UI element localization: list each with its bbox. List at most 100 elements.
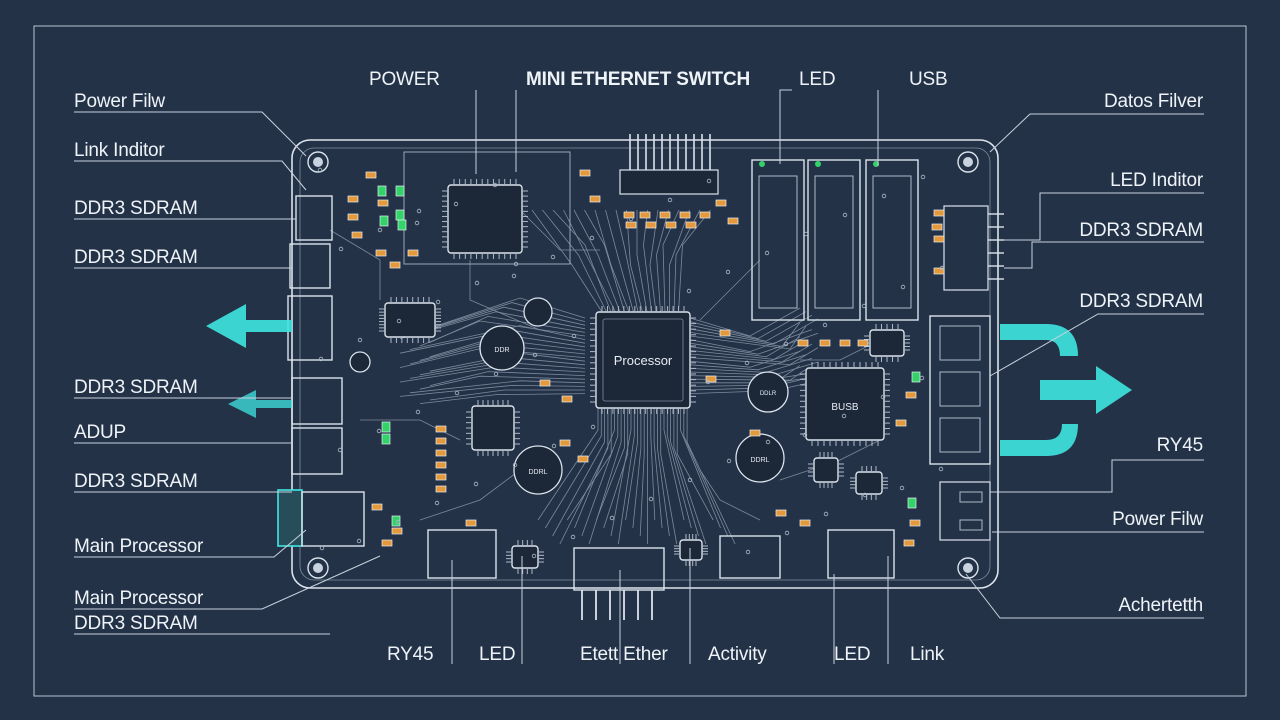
resistor-27 [933,209,945,217]
via-12 [744,360,750,366]
resistor-9 [347,213,359,221]
trace-60 [689,361,819,376]
resistor-58 [749,429,761,437]
small-chip-3 [869,329,905,357]
resistor-59 [775,509,787,517]
resistor-36 [435,485,447,493]
right-port-2 [939,371,981,407]
via-44 [648,496,654,502]
label-power-filw-right: Power Filw [1112,509,1203,530]
trace-29 [429,297,586,329]
via-30 [570,534,576,540]
resistor-17 [639,211,651,219]
led-3 [395,185,405,197]
arrow-left-lower [228,390,292,418]
leader-line-18 [989,313,1204,377]
mounting-hole-4 [957,557,979,579]
label-power: POWER [369,69,440,90]
trace-98 [419,469,521,521]
via-43 [551,443,557,449]
trace-71 [419,393,586,404]
resistor-26 [727,217,739,225]
via-34 [318,356,324,362]
resistor-42 [381,539,393,547]
via-19 [783,341,789,347]
trace-91 [519,209,600,251]
led-2 [377,185,387,197]
resistor-34 [435,461,447,469]
label-power-filw-left: Power Filw [74,91,165,112]
label-activity: Activity [708,644,767,665]
trace-73 [531,209,603,313]
leader-line-21 [965,573,1204,619]
trace-52 [689,347,819,366]
leader-line-1 [74,111,307,157]
slot-led-2 [815,161,821,167]
via-32 [764,250,770,256]
cap-1-label: DDR [494,347,509,354]
trace-65 [409,380,586,394]
via-14 [938,466,944,472]
resistor-48 [905,391,917,399]
label-link-inditor: Link Inditor [74,140,165,161]
via-59 [823,511,829,517]
trace-93 [699,259,761,321]
via-38 [706,178,712,184]
trace-3 [552,395,605,537]
leader-line-19 [990,459,1204,493]
cap-6 [349,351,371,373]
via-20 [880,394,886,400]
trace-78 [584,209,625,313]
resistor-54 [559,439,571,447]
leader-line-17 [1004,241,1204,269]
label-link-bottom: Link [910,644,945,665]
trace-32 [689,311,807,340]
mounting-hole-2 [957,151,979,173]
via-42 [454,390,460,396]
right-port-block [929,315,991,465]
trace-94 [329,229,381,300]
trace-39 [419,320,586,347]
via-3 [511,273,517,279]
label-led-bottom-1: LED [479,644,516,665]
mounting-hole-center-3 [313,563,323,573]
small-chip-2 [471,405,515,451]
slot-outer-2 [807,159,861,321]
resistor-1 [365,171,377,179]
label-led-inditor: LED Inditor [1110,170,1203,191]
label-ry45-right: RY45 [1156,435,1204,456]
via-36 [512,462,518,468]
arrow-left-upper [206,304,292,348]
label-led-bottom-2: LED [834,644,871,665]
via-69 [513,261,519,267]
slot-led-1 [759,161,765,167]
via-45 [745,549,751,555]
trace-61 [429,371,586,386]
resistor-33 [435,449,447,457]
arrow-right-curve-bottom [1000,424,1078,456]
via-25 [725,269,731,275]
via-39 [803,231,809,237]
resistor-14 [579,169,591,177]
data-flow-arrows [206,304,1132,456]
leader-line-8 [74,529,307,558]
label-datos-filver: Datos Filver [1104,91,1203,112]
resistor-44 [819,339,831,347]
resistor-24 [685,221,697,229]
left-usb-port [301,491,365,547]
resistor-57 [719,329,731,337]
mounting-hole-3 [307,557,329,579]
trace-46 [689,336,801,358]
processor-chip-inner [602,318,684,402]
trace-92 [469,260,541,331]
outer-frame [33,25,1247,697]
via-68 [416,208,422,214]
bottom-ether-header [573,547,665,591]
via-9 [453,201,459,207]
pcb-board [277,134,1004,620]
leader-line-16 [1004,192,1204,241]
label-adup: ADUP [74,422,126,443]
label-ddr3-left-2: DDR3 SDRAM [74,247,198,268]
via-67 [319,545,325,551]
